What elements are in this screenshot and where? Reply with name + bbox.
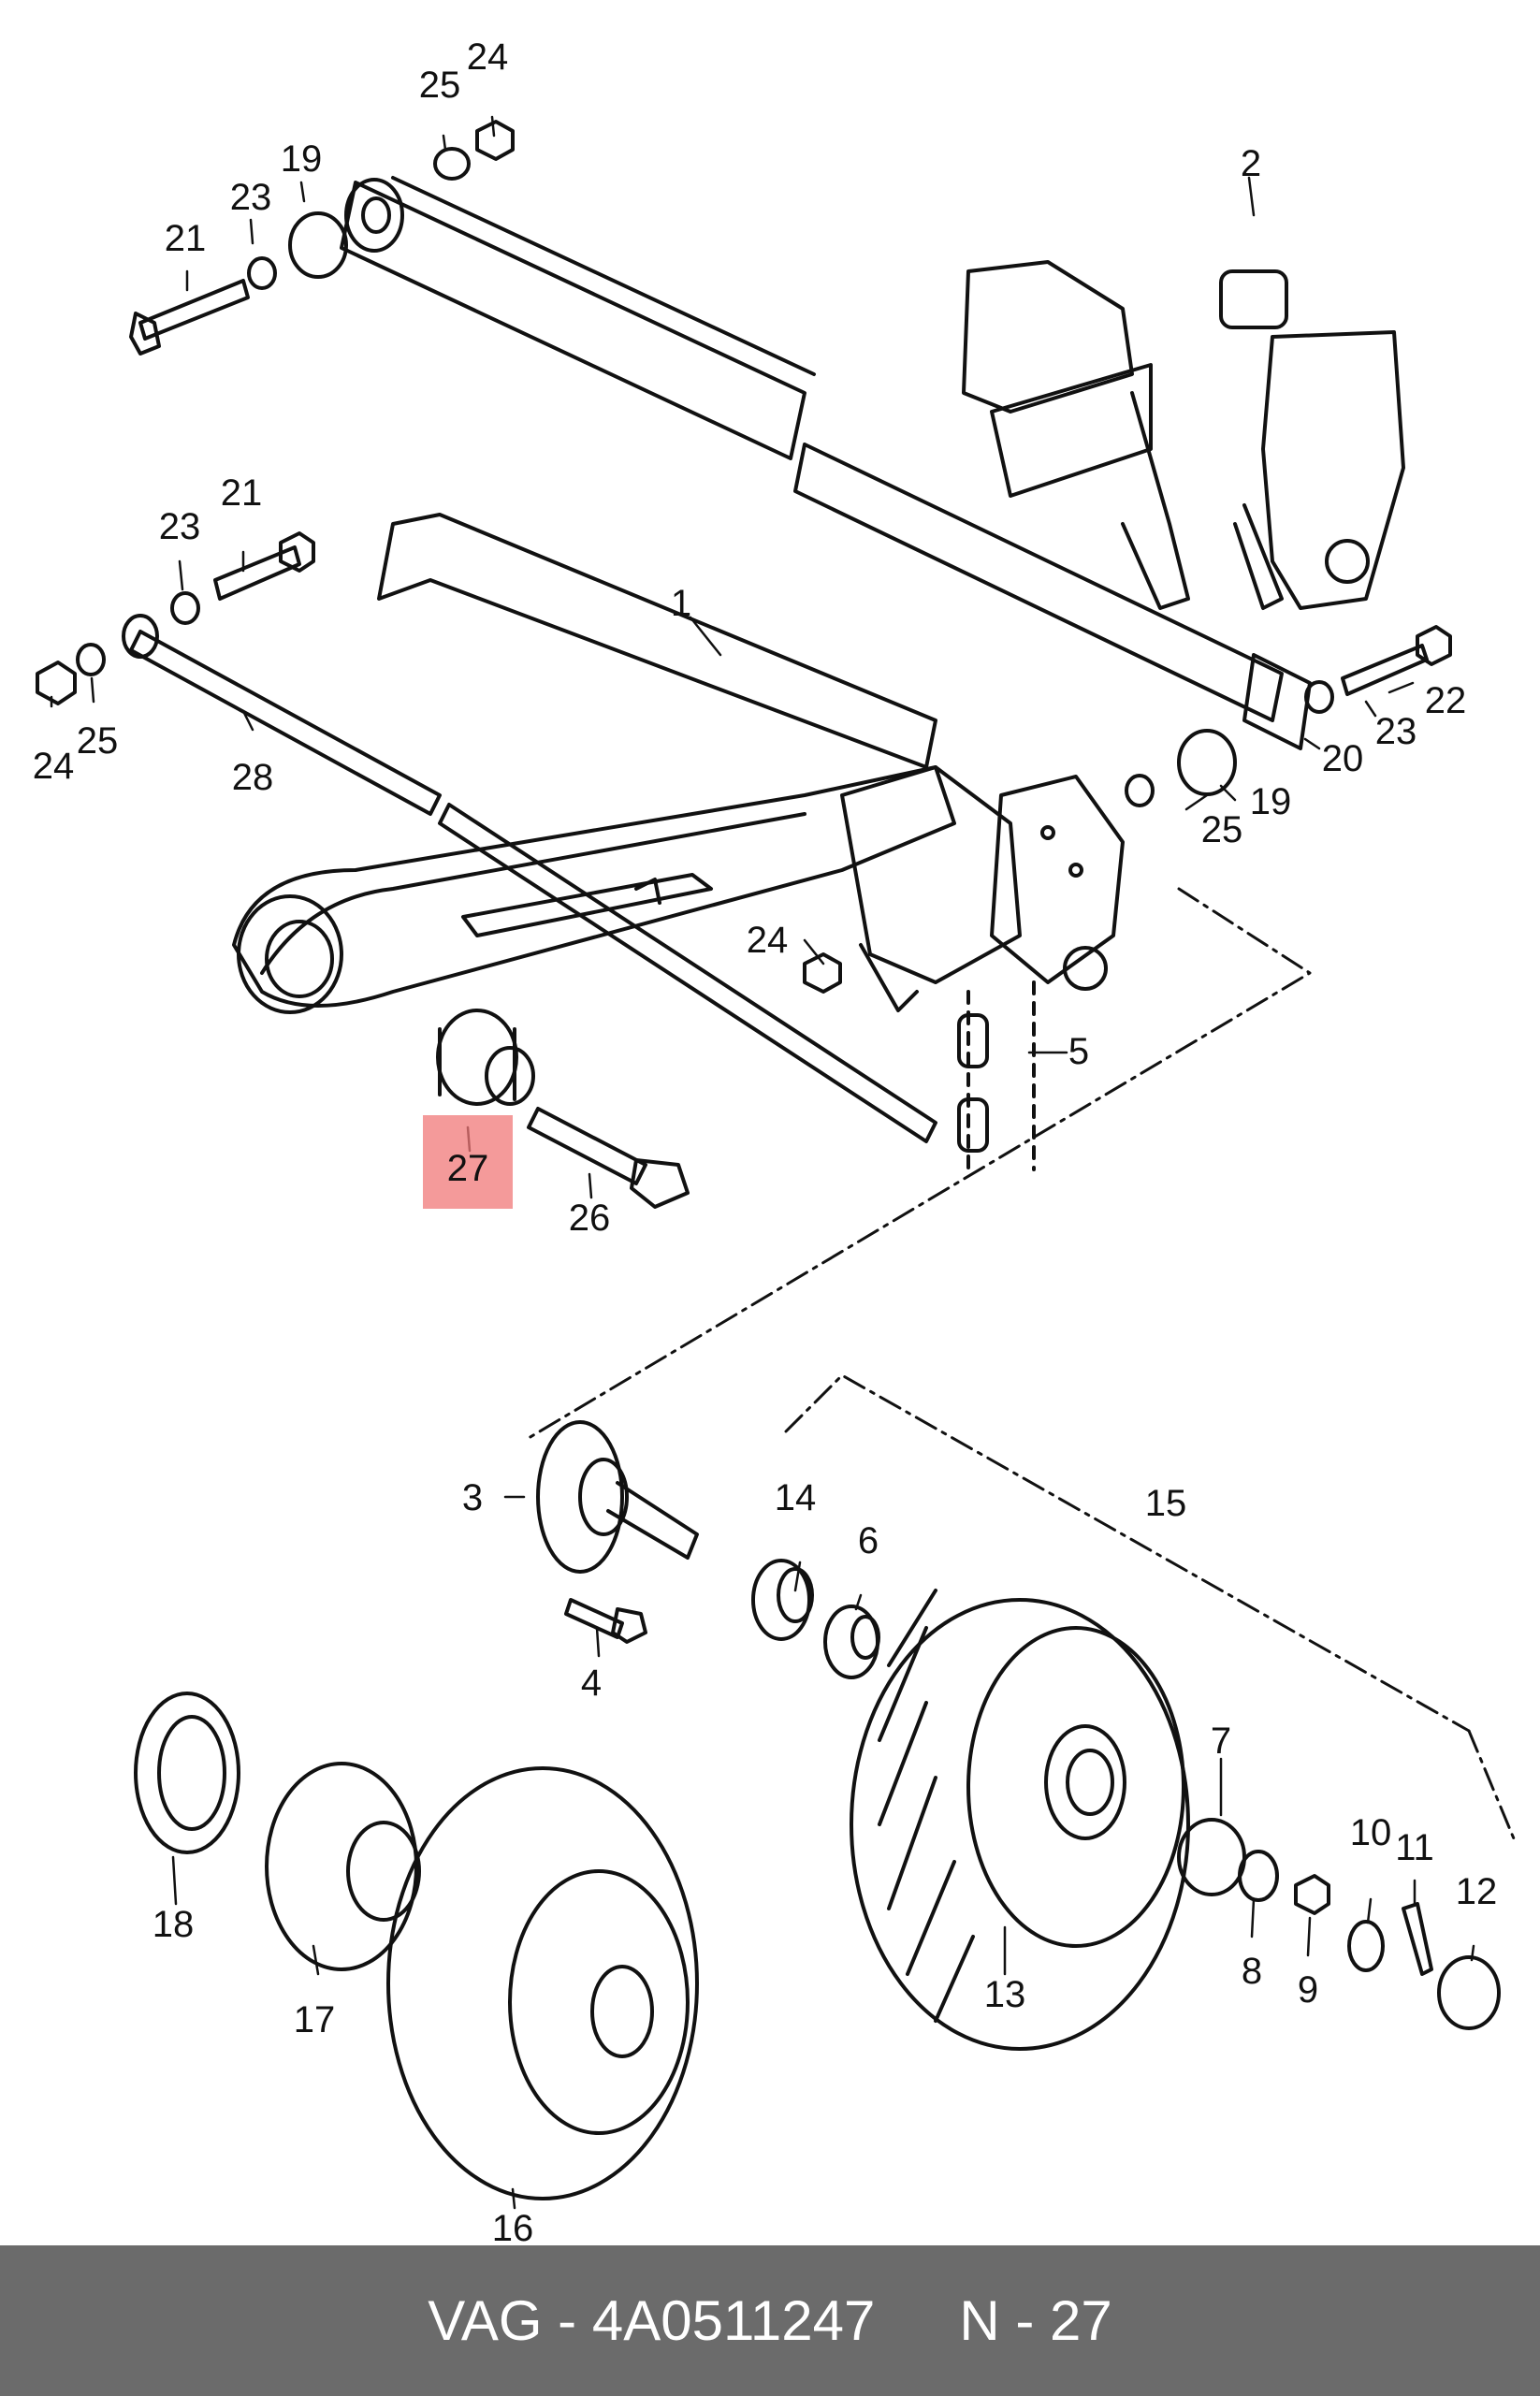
callout-18: 18 — [153, 1904, 195, 1945]
callout-25b: 25 — [77, 720, 119, 762]
callout-24a: 24 — [467, 36, 509, 78]
callout-3: 3 — [462, 1477, 483, 1518]
upper-axle-beam — [340, 176, 1312, 750]
bearings-14-6 — [751, 1559, 880, 1679]
bushing-27 — [436, 1009, 535, 1106]
callout-22: 22 — [1425, 680, 1467, 721]
callout-13: 13 — [984, 1974, 1026, 2015]
callout-24b: 24 — [33, 746, 75, 787]
callout-5: 5 — [1068, 1031, 1089, 1072]
callout-10: 10 — [1350, 1812, 1392, 1853]
callout-labels: 1 2 3 4 5 6 7 8 9 10 11 12 13 14 15 16 1… — [33, 36, 1498, 2245]
callout-6: 6 — [858, 1520, 879, 1561]
stub-axle-3 — [536, 1420, 699, 1644]
small-parts-7-12 — [1177, 1818, 1501, 2030]
callout-1: 1 — [671, 583, 691, 624]
position-number: N - 27 — [959, 2289, 1112, 2352]
callout-23b: 23 — [159, 506, 201, 547]
leader-lines — [50, 115, 1475, 2210]
callout-19a: 19 — [281, 138, 323, 180]
part-reference: VAG - 4A0511247 — [428, 2289, 876, 2352]
callout-20: 20 — [1322, 738, 1364, 779]
callout-12: 12 — [1456, 1871, 1498, 1912]
callout-9: 9 — [1298, 1969, 1318, 2011]
callout-2: 2 — [1241, 143, 1261, 184]
guide-lines — [522, 887, 1518, 1845]
callout-23c: 23 — [1375, 711, 1417, 752]
callout-21a: 21 — [165, 218, 207, 259]
footer-bar: VAG - 4A0511247 N - 27 — [0, 2245, 1540, 2396]
callout-23a: 23 — [230, 177, 272, 218]
brake-drum-13 — [850, 1589, 1190, 2051]
tie-rod-28 — [122, 614, 937, 1143]
callout-19b: 19 — [1250, 781, 1292, 822]
callout-26: 26 — [569, 1198, 611, 1239]
fasteners-top-left — [36, 120, 515, 705]
callout-28: 28 — [232, 757, 274, 798]
rear-axle-body — [232, 513, 1125, 1014]
callout-7: 7 — [1211, 1721, 1231, 1762]
callout-8: 8 — [1242, 1951, 1262, 1992]
exploded-parts-diagram: 1 2 3 4 5 6 7 8 9 10 11 12 13 14 15 16 1… — [33, 36, 1518, 2245]
callout-24c: 24 — [747, 920, 789, 961]
callout-17: 17 — [294, 1999, 336, 2040]
callout-11: 11 — [1395, 1827, 1434, 1868]
bracket-parts — [957, 980, 1036, 1171]
callout-16: 16 — [492, 2208, 534, 2245]
mount-bracket-top — [962, 260, 1405, 610]
callout-14: 14 — [775, 1477, 817, 1518]
callout-25a: 25 — [419, 65, 461, 106]
bolt-26 — [527, 1107, 690, 1209]
highlight-27 — [423, 1115, 513, 1209]
callout-25c: 25 — [1201, 809, 1243, 850]
callout-21b: 21 — [221, 472, 263, 514]
fasteners-right — [803, 625, 1452, 994]
callout-15: 15 — [1145, 1483, 1187, 1524]
callout-4: 4 — [581, 1663, 602, 1704]
hub-disc-parts — [134, 1692, 699, 2200]
